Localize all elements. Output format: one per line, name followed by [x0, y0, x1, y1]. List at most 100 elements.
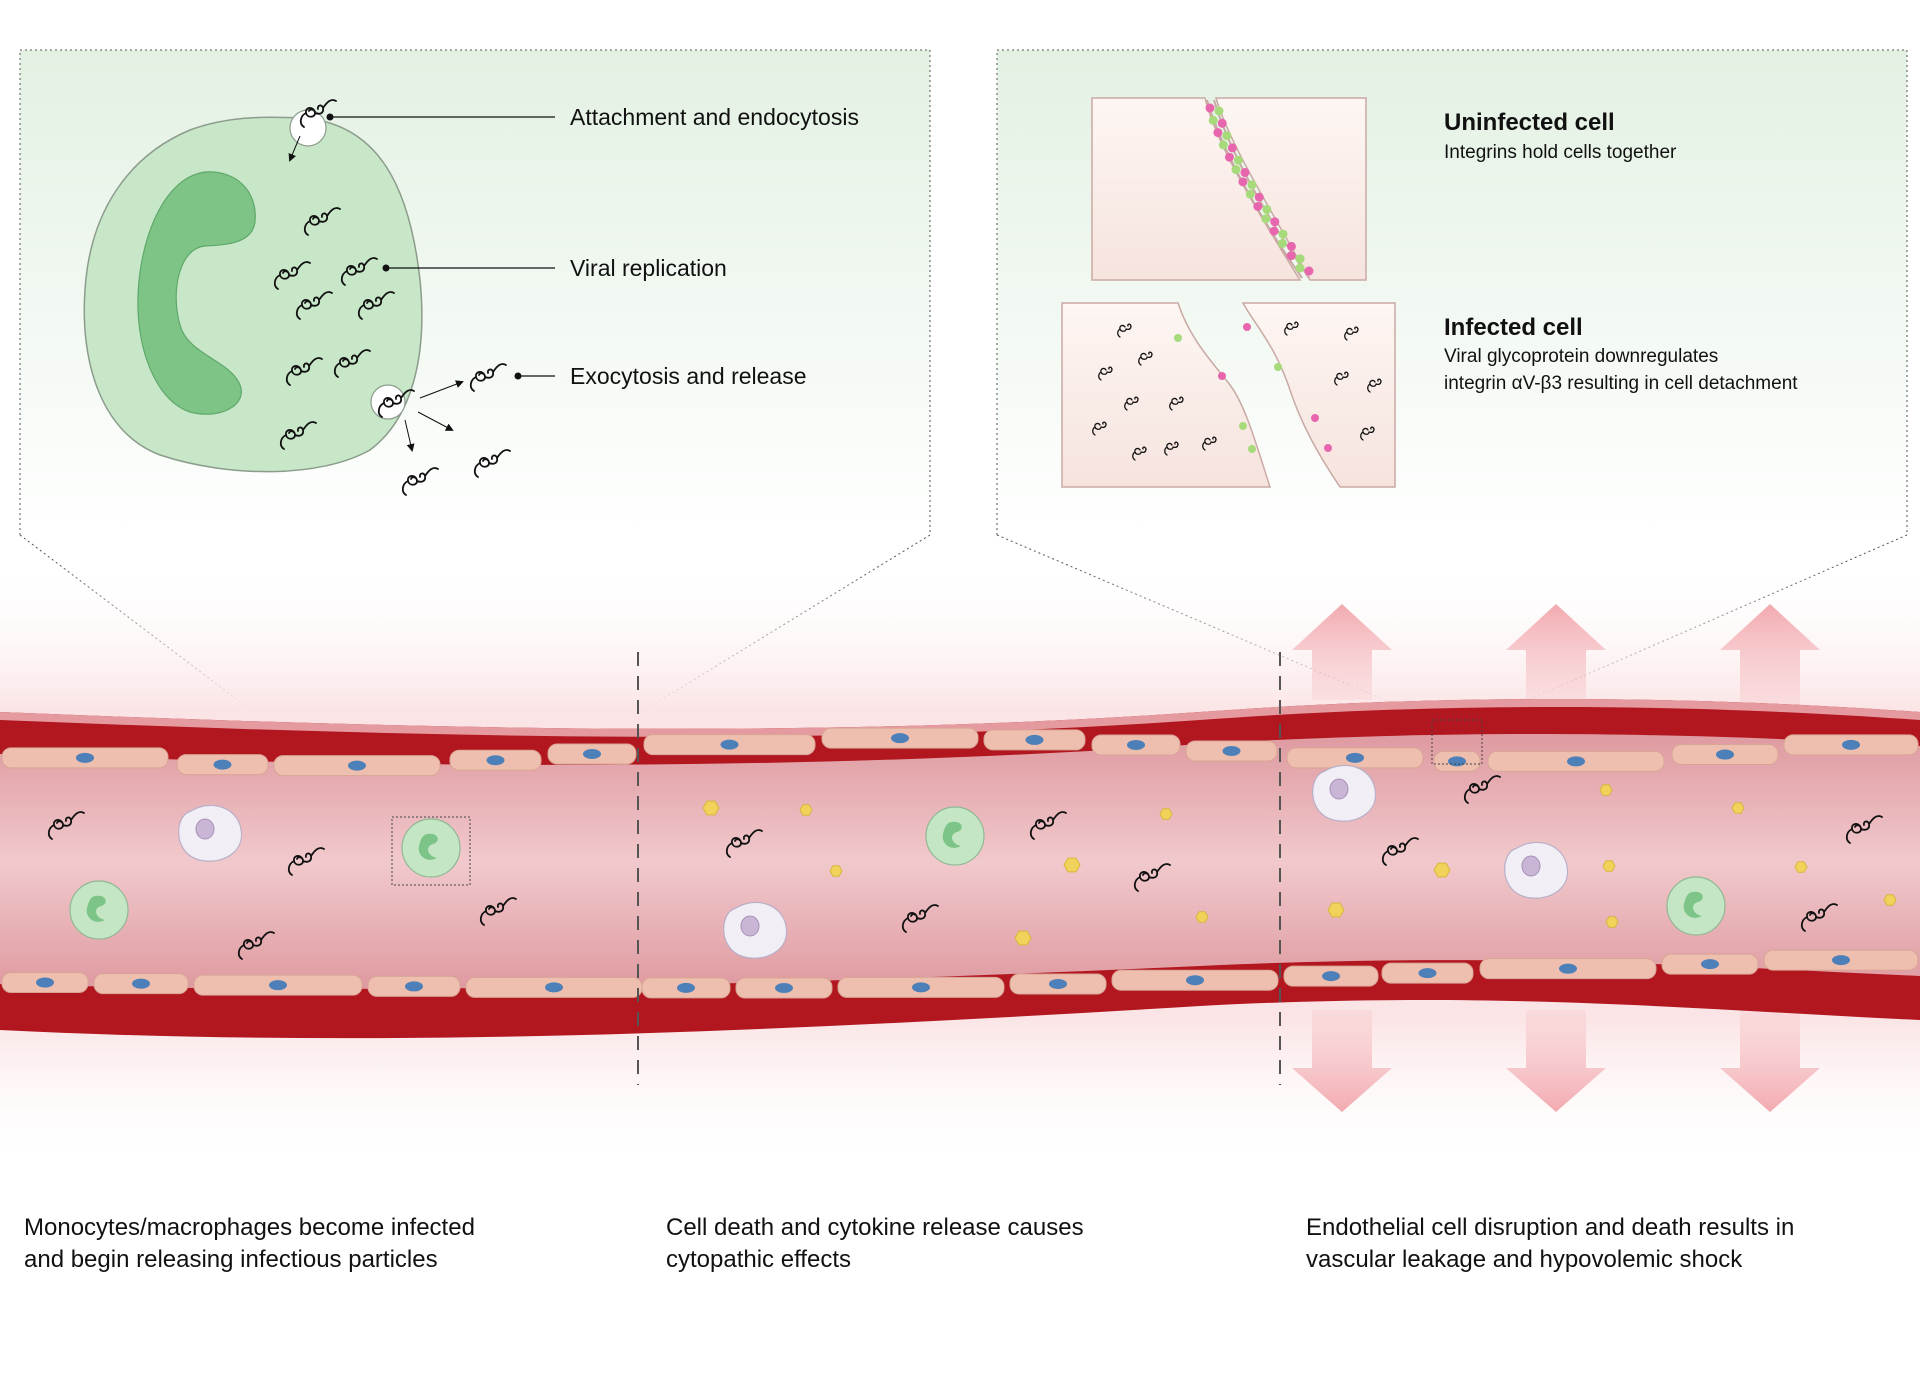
macrophage-nucleus	[137, 171, 256, 415]
integrin	[1269, 226, 1279, 236]
integrin	[1224, 152, 1234, 162]
caption-stage-2: Cell death and cytokine release causes c…	[666, 1212, 1226, 1276]
integrin	[1254, 192, 1264, 202]
integrin	[1304, 266, 1314, 276]
cytokine	[1327, 902, 1345, 918]
leak-arrow-up	[1506, 604, 1606, 705]
endothelial-nucleus	[36, 977, 54, 988]
endothelial-nucleus	[1567, 756, 1585, 767]
caption-line: and begin releasing infectious particles	[24, 1246, 438, 1273]
vessel-outer-layer	[0, 698, 1920, 737]
integrin	[1286, 241, 1296, 251]
caption-line: Endothelial cell disruption and death re…	[1306, 1214, 1795, 1241]
leader-dot	[382, 264, 390, 272]
leak-arrow-down	[1720, 1010, 1820, 1112]
endothelial-nucleus	[213, 759, 232, 770]
integrin	[1231, 165, 1241, 175]
endothelial-nucleus	[1127, 739, 1145, 750]
caption-line: cytopathic effects	[666, 1246, 851, 1273]
monocyte	[925, 806, 985, 866]
endothelial-nucleus	[1322, 971, 1340, 982]
left-inset: Attachment and endocytosis Viral replica…	[19, 49, 931, 818]
endothelial-nucleus	[132, 978, 150, 989]
cytokine	[799, 804, 813, 816]
label-replication: Viral replication	[570, 255, 727, 281]
zoom-box-macrophage	[391, 816, 471, 886]
infected-tissue	[1061, 302, 1396, 488]
zoom-box-endothelium	[1431, 719, 1483, 765]
label-exocytosis: Exocytosis and release	[570, 363, 807, 389]
integrin	[1262, 204, 1272, 214]
integrin	[1253, 201, 1263, 211]
integrin	[1261, 214, 1271, 224]
right-inset: Uninfected cell Integrins hold cells tog…	[996, 49, 1908, 721]
endothelial-nucleus	[1186, 975, 1204, 986]
endothelial-nucleus	[912, 982, 930, 993]
leak-arrow-down	[1506, 1010, 1606, 1112]
caption-stage-1: Monocytes/macrophages become infected an…	[24, 1212, 584, 1276]
monocyte-nucleus	[418, 833, 438, 860]
uninfected-tissue	[1091, 97, 1367, 281]
integrin	[1240, 168, 1250, 178]
cytokine	[1602, 860, 1616, 872]
endothelial-nucleus	[1418, 968, 1437, 979]
infected-description-line1: Viral glycoprotein downregulates	[1444, 346, 1718, 367]
integrin	[1208, 115, 1218, 125]
integrin	[1277, 238, 1287, 248]
leakage-arrows	[1292, 604, 1820, 1112]
integrin	[1270, 217, 1280, 227]
endothelial-nucleus	[677, 982, 695, 993]
integrin	[1278, 229, 1288, 239]
integrin	[1213, 128, 1223, 138]
release-arrow	[288, 135, 301, 162]
endothelial-nucleus	[1025, 734, 1044, 745]
endothelial-nucleus	[1842, 739, 1860, 750]
cytokine	[1433, 862, 1451, 878]
integrin	[1222, 131, 1232, 141]
release-arrow	[404, 419, 415, 452]
endothelial-nucleus	[1701, 959, 1719, 970]
release-arrow	[417, 411, 454, 431]
integrin	[1247, 180, 1257, 190]
monocyte	[401, 818, 461, 878]
cytokine	[1159, 808, 1173, 820]
uninfected-title: Uninfected cell	[1444, 109, 1615, 136]
uninfected-description: Integrins hold cells together	[1444, 142, 1677, 163]
integrin	[1286, 251, 1296, 261]
endocytosis-vesicle	[289, 109, 327, 147]
release-arrow	[419, 380, 464, 399]
monocyte	[1666, 876, 1726, 936]
integrin	[1227, 143, 1237, 153]
endothelial-nucleus	[269, 980, 287, 991]
caption-line: Monocytes/macrophages become infected	[24, 1214, 475, 1241]
monocyte-nucleus	[86, 895, 106, 922]
leak-arrow-down	[1292, 1010, 1392, 1112]
endothelial-nucleus	[1049, 978, 1067, 989]
caption-line: Cell death and cytokine release causes	[666, 1214, 1084, 1241]
cytokine	[829, 865, 843, 877]
cytokine	[1063, 857, 1081, 873]
integrin	[1295, 254, 1305, 264]
endothelial-nucleus	[1448, 756, 1466, 767]
leukocyte-nucleus	[1521, 855, 1541, 877]
integrin	[1295, 263, 1305, 273]
leak-arrow-up	[1292, 604, 1392, 700]
cytokine	[1195, 911, 1209, 923]
cytokine	[1794, 861, 1808, 873]
monocyte-nucleus	[1683, 891, 1703, 918]
integrin	[1214, 106, 1224, 116]
endothelial-nucleus	[583, 748, 601, 759]
infected-macrophage	[83, 116, 423, 473]
integrin	[1238, 177, 1248, 187]
cytokine	[1599, 784, 1613, 796]
integrin	[1217, 118, 1227, 128]
caption-line: vascular leakage and hypovolemic shock	[1306, 1246, 1743, 1273]
integrin	[1218, 140, 1228, 150]
endothelial-nucleus	[405, 981, 423, 992]
caption-stage-3: Endothelial cell disruption and death re…	[1306, 1212, 1866, 1276]
endothelial-nucleus	[1832, 955, 1850, 966]
endothelial-nucleus	[891, 733, 909, 744]
endothelial-nucleus	[1559, 963, 1577, 974]
leak-arrow-up	[1720, 604, 1820, 710]
